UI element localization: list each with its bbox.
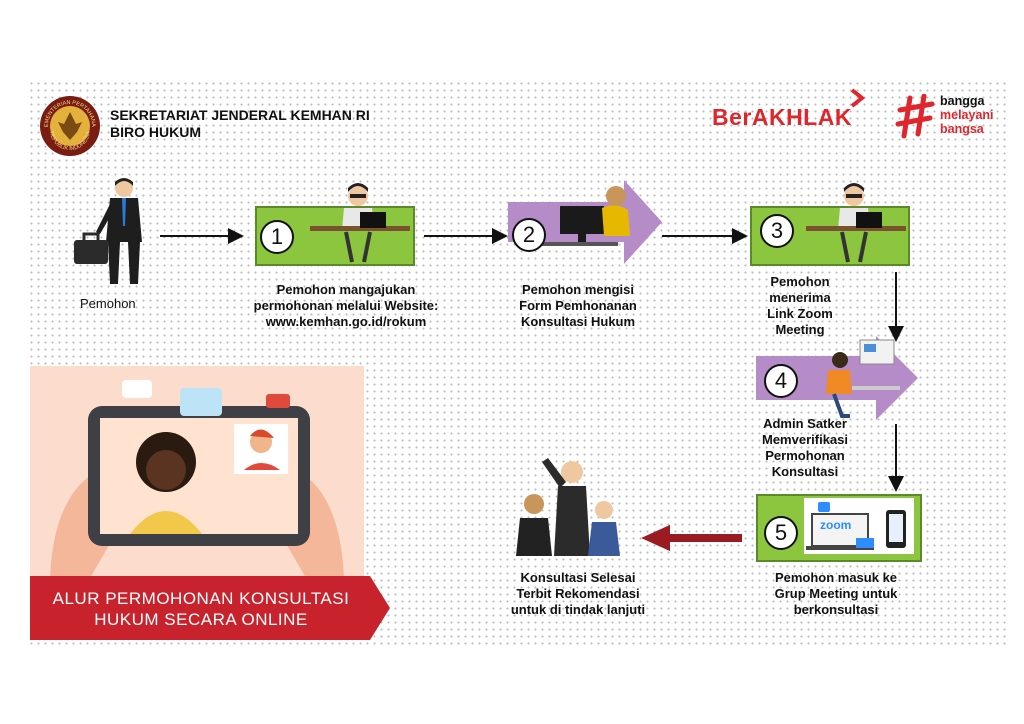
berakhlak-logo: BerAKHLAK bbox=[712, 104, 852, 130]
end-caption: Konsultasi Selesai Terbit Rekomendasi un… bbox=[488, 570, 668, 618]
arrow-step5-to-end bbox=[641, 524, 742, 552]
step5-caption-line1: Pemohon masuk ke bbox=[774, 570, 898, 585]
step3-caption-line3: Link Zoom bbox=[767, 306, 833, 321]
step1-caption-line3: www.kemhan.go.id/rokum bbox=[265, 314, 427, 329]
video-call-tablet-icon bbox=[50, 380, 344, 578]
end-caption-line1: Konsultasi Selesai bbox=[520, 570, 636, 585]
zoom-label: zoom bbox=[820, 518, 852, 532]
group-people-icon bbox=[516, 458, 620, 556]
step4-box bbox=[756, 336, 918, 420]
step2-caption: Pemohon mengisi Form Pemhonanan Konsulta… bbox=[488, 282, 668, 330]
end-caption-line3: untuk di tindak lanjuti bbox=[510, 602, 646, 617]
step3-caption-line4: Meeting bbox=[775, 322, 825, 337]
step4-caption-line1: Admin Satker bbox=[763, 416, 847, 431]
step1-caption-line2: permohonan melalui Website: bbox=[253, 298, 439, 313]
step4-caption: Admin Satker Memverifikasi Permohonan Ko… bbox=[730, 416, 880, 480]
org-line2: BIRO HUKUM bbox=[110, 124, 201, 140]
step2-caption-line1: Pemohon mengisi bbox=[522, 282, 634, 297]
step1-office-worker-icon bbox=[310, 183, 410, 263]
title-banner bbox=[30, 576, 390, 640]
bangga-melayani-tagline: bangga melayani bangsa bbox=[940, 94, 994, 136]
step4-caption-line4: Konsultasi bbox=[771, 464, 839, 479]
step3-caption-line1: Pemohon bbox=[770, 274, 830, 289]
banner-text: ALUR PERMOHONAN KONSULTASI HUKUM SECARA … bbox=[36, 588, 366, 630]
step5-caption-line2: Grup Meeting untuk bbox=[774, 586, 898, 601]
pemohon-label: Pemohon bbox=[80, 296, 136, 311]
tagline-bangsa: bangsa bbox=[940, 122, 984, 136]
step4-number: 4 bbox=[764, 364, 798, 398]
step2-caption-line3: Konsultasi Hukum bbox=[520, 314, 636, 329]
step2-caption-line2: Form Pemhonanan bbox=[519, 298, 637, 313]
bangga-melayani-hash-icon bbox=[895, 94, 935, 139]
banner-line1: ALUR PERMOHONAN KONSULTASI bbox=[52, 589, 350, 608]
step4-caption-line3: Permohonan bbox=[765, 448, 845, 463]
step4-caption-line2: Memverifikasi bbox=[762, 432, 848, 447]
org-title: SEKRETARIAT JENDERAL KEMHAN RI BIRO HUKU… bbox=[110, 107, 370, 141]
step3-office-worker-icon bbox=[806, 183, 906, 263]
tagline-melayani: melayani bbox=[940, 108, 994, 122]
kemhan-seal-logo: KEMENTERIAN PERTAHANAN REPUBLIK INDONESI… bbox=[38, 94, 100, 156]
end-caption-line2: Terbit Rekomendasi bbox=[516, 586, 640, 601]
step1-caption: Pemohon mangajukan permohonan melalui We… bbox=[226, 282, 466, 330]
step5-caption-line3: berkonsultasi bbox=[793, 602, 879, 617]
step2-box bbox=[508, 180, 662, 264]
step3-caption-line2: menerima bbox=[769, 290, 831, 305]
berakhlak-chevron-icon bbox=[850, 88, 866, 108]
step1-caption-line1: Pemohon mangajukan bbox=[276, 282, 416, 297]
banner-line2: HUKUM SECARA ONLINE bbox=[94, 610, 308, 629]
org-line1: SEKRETARIAT JENDERAL KEMHAN RI bbox=[110, 107, 370, 123]
step5-caption: Pemohon masuk ke Grup Meeting untuk berk… bbox=[736, 570, 936, 618]
step3-caption: Pemohon menerima Link Zoom Meeting bbox=[740, 274, 860, 338]
step2-number: 2 bbox=[512, 218, 546, 252]
tagline-bangga: bangga bbox=[940, 94, 985, 108]
zoom-app-icon bbox=[806, 502, 906, 550]
step5-number: 5 bbox=[764, 516, 798, 550]
step3-number: 3 bbox=[760, 214, 794, 248]
step1-number: 1 bbox=[260, 220, 294, 254]
pemohon-figure-icon bbox=[74, 178, 142, 284]
